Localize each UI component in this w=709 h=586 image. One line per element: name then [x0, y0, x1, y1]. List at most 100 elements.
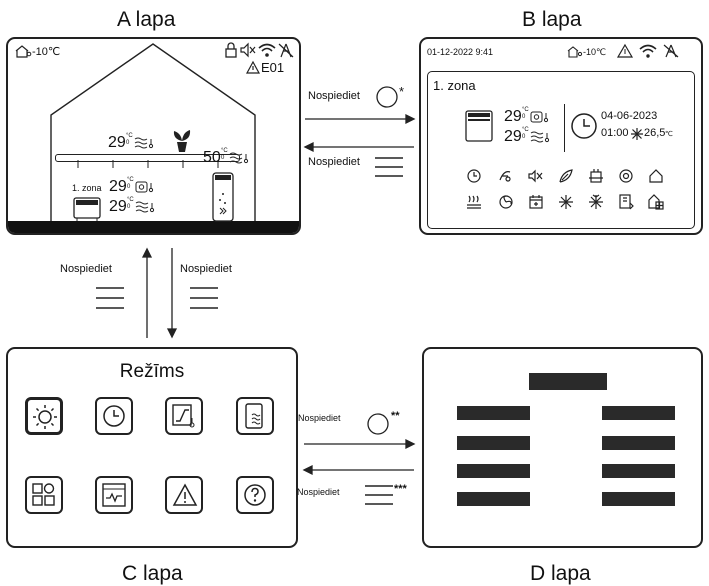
clock-icon	[103, 405, 125, 427]
placeholder-item-right-3[interactable]	[602, 464, 675, 478]
wifi-icon	[258, 43, 276, 63]
tank-icon	[212, 172, 234, 227]
page-a-title: A lapa	[117, 8, 176, 31]
help-button[interactable]	[236, 476, 274, 514]
radiator-icon	[465, 110, 493, 149]
calendar-icon	[529, 195, 543, 209]
warning-icon	[616, 43, 634, 63]
label-d-to-c: Nospiediet	[297, 487, 340, 497]
function-icon-grid	[467, 169, 664, 210]
menu-icon	[96, 287, 124, 309]
warning-button[interactable]	[165, 476, 203, 514]
tank-temp-value: 50	[203, 149, 221, 166]
page-d-title: D lapa	[530, 562, 591, 585]
tank-button[interactable]	[236, 397, 274, 435]
curve-button[interactable]	[165, 397, 203, 435]
mode-gear-icon	[530, 110, 550, 129]
lock-icon	[224, 42, 238, 63]
snowflake-icon	[631, 127, 643, 145]
outdoor-temp: -10℃	[583, 47, 607, 57]
zone-temp-2: 29	[504, 128, 522, 145]
heat-wave-icon	[530, 130, 550, 149]
placeholder-item-right-2[interactable]	[602, 436, 675, 450]
mute-icon	[528, 169, 543, 183]
zone-temp-1: 29	[504, 108, 522, 125]
wifi-icon	[639, 44, 657, 63]
tank-icon	[245, 403, 263, 429]
mute-icon	[240, 42, 256, 63]
floor-heat-icon	[467, 195, 481, 209]
help-icon	[244, 484, 266, 506]
zone-label: 1. zona	[72, 183, 102, 193]
house-thermometer-icon	[566, 45, 583, 63]
error-code: E01	[261, 60, 285, 75]
menu-icon	[375, 157, 403, 177]
heat-wave-icon	[135, 200, 155, 219]
house-icon	[649, 169, 663, 183]
placeholder-item-left-1[interactable]	[457, 406, 530, 420]
room-temp-value: 29	[108, 134, 126, 151]
placeholder-item-right-4[interactable]	[602, 492, 675, 506]
apps-button[interactable]	[25, 476, 63, 514]
outdoor-temp: -10℃	[32, 46, 61, 58]
label-a-to-b: Nospiediet	[308, 90, 360, 102]
monitor-button[interactable]	[95, 476, 133, 514]
schedule-time: 01:00	[601, 127, 629, 139]
apps-icon	[32, 483, 55, 506]
sun-mode-button[interactable]	[25, 397, 63, 435]
zone-label: 1. zona	[433, 78, 476, 93]
placeholder-item-left-2[interactable]	[457, 436, 530, 450]
schedule-button[interactable]	[95, 397, 133, 435]
grid-icon	[648, 194, 664, 210]
curve-icon	[172, 404, 195, 428]
heat-wave-icon	[134, 136, 154, 155]
menu-icon	[365, 485, 393, 505]
placeholder-title-bar	[529, 373, 607, 390]
label-a-to-c: Nospiediet	[180, 263, 232, 275]
schedule-unit: ℃	[665, 131, 673, 138]
ground-band	[8, 221, 299, 233]
boost-icon	[619, 194, 634, 210]
placeholder-item-right-1[interactable]	[602, 406, 675, 420]
schedule-temp: 26,5	[644, 127, 666, 139]
placeholder-item-left-4[interactable]	[457, 492, 530, 506]
label-c-to-d: Nospiediet	[298, 413, 341, 423]
page-b-title: B lapa	[522, 8, 582, 31]
zone-temp-1: 29	[109, 178, 127, 195]
zone-temp-2: 29	[109, 198, 127, 215]
divider	[564, 104, 565, 152]
mode-gear-icon	[135, 180, 155, 199]
monitor-icon	[102, 483, 126, 507]
tank-icon	[589, 169, 603, 183]
page-c-screen[interactable]: Režīms	[6, 347, 298, 548]
mark-d-to-c: ***	[394, 483, 407, 495]
no-antenna-icon	[278, 43, 294, 63]
plant-icon	[171, 127, 193, 158]
mark-a-to-b: *	[399, 84, 405, 99]
label-c-to-a: Nospiediet	[60, 263, 112, 275]
radiator-icon	[73, 197, 103, 226]
house-thermometer-icon	[14, 44, 32, 63]
hot-water-icon	[499, 171, 511, 182]
menu-icon	[190, 287, 218, 309]
snowflake-icon	[589, 194, 603, 209]
page-c-title: C lapa	[122, 562, 183, 585]
mark-c-to-d: **	[391, 410, 400, 422]
placeholder-item-left-3[interactable]	[457, 464, 530, 478]
house-outline	[50, 43, 256, 224]
sun-mode-icon	[33, 405, 57, 429]
page-d-screen[interactable]	[422, 347, 703, 548]
shelf-ticks	[68, 155, 228, 173]
clock-icon	[467, 169, 481, 183]
warning-icon	[245, 60, 261, 79]
